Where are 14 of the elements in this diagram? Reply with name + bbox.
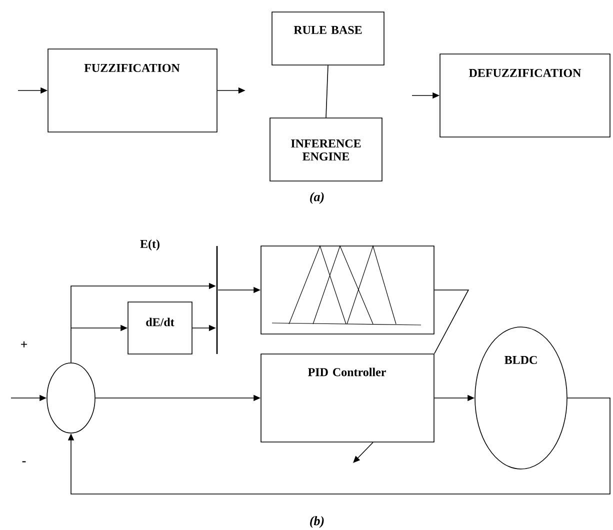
process-box: INFERENCE ENGINE: [270, 118, 382, 182]
sign-label: +: [21, 341, 28, 348]
process-box: FUZZIFICATION: [48, 48, 218, 132]
process-box: DEFUZZIFICATION: [440, 54, 610, 138]
edge-label: E(t): [139, 238, 161, 252]
arrow: [68, 398, 610, 494]
summing-junction: [46, 362, 96, 434]
arrow: [353, 442, 374, 463]
sign-label: -: [22, 461, 26, 462]
controller-box: PID Controller: [260, 354, 434, 442]
process-box: dE/dt: [128, 302, 192, 354]
process-box: RULE BASE: [272, 12, 384, 66]
panel-label: (b): [310, 516, 324, 528]
membership-function-drawing: [260, 245, 434, 334]
